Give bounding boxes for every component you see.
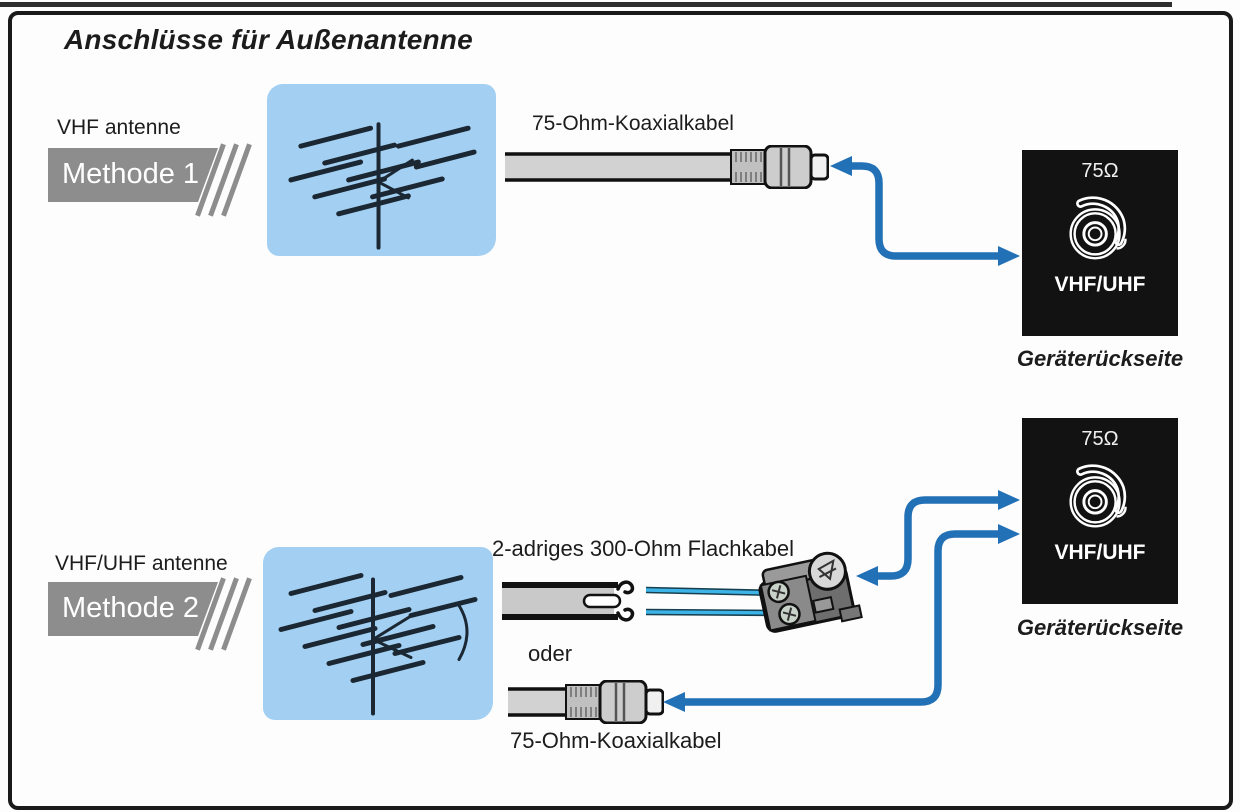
method1-badge-label: Methode 1	[62, 158, 200, 190]
device-panel-2: 75Ω VHF/UHF	[1022, 418, 1178, 604]
diagram-frame	[8, 11, 1233, 810]
device-caption-2: Geräterückseite	[1016, 615, 1184, 640]
impedance-label: 75Ω	[1081, 428, 1119, 450]
page-edge-artifact	[0, 2, 1172, 7]
wire-hook-top	[616, 580, 635, 595]
method2-antenna-image-bg	[263, 547, 493, 720]
device-caption-1: Geräterückseite	[1016, 346, 1184, 371]
wire-hook-bottom	[616, 607, 635, 622]
device-panel-1: 75Ω VHF/UHF	[1022, 150, 1178, 336]
coax-socket-icon	[1069, 196, 1127, 260]
method2-badge: Methode 2	[48, 582, 218, 636]
method1-antenna-image-bg	[267, 84, 496, 256]
socket-label: VHF/UHF	[1054, 273, 1146, 296]
cable-body	[508, 689, 568, 715]
connector-tip	[644, 688, 664, 716]
method2-flat-cable-label: 2-adriges 300-Ohm Flachkabel	[492, 536, 795, 561]
method1-badge: Methode 1	[48, 148, 218, 202]
flat-cable-slot	[582, 593, 622, 609]
coax-cable-connector-icon	[505, 145, 829, 189]
coax-cable-connector-icon	[508, 680, 664, 724]
diagram-title: Anschlüsse für Außenantenne	[64, 24, 473, 55]
connector-tip	[809, 153, 829, 181]
antenna-lines	[278, 573, 478, 716]
method2-badge-stripes	[195, 576, 268, 654]
method2-coax-label: 75-Ohm-Koaxialkabel	[510, 728, 722, 753]
coax-socket-icon	[1069, 464, 1127, 528]
method1-antenna-label: VHF antenne	[57, 116, 181, 139]
method1-badge-stripes	[195, 142, 268, 220]
method2-or-label: oder	[528, 641, 573, 666]
vhf-antenna-icon	[288, 122, 477, 250]
balun-transformer-icon	[758, 551, 863, 633]
method2-antenna-label: VHF/UHF antenne	[55, 552, 228, 575]
antenna-lines	[288, 122, 477, 250]
cable-body	[505, 154, 733, 180]
flat-cable-icon	[502, 580, 635, 622]
method2-badge-label: Methode 2	[62, 592, 200, 624]
socket-label: VHF/UHF	[1054, 541, 1146, 564]
vhf-uhf-antenna-icon	[278, 573, 478, 716]
method1-coax-label: 75-Ohm-Koaxialkabel	[532, 112, 734, 135]
impedance-label: 75Ω	[1081, 160, 1119, 182]
balun-plug	[807, 551, 847, 591]
